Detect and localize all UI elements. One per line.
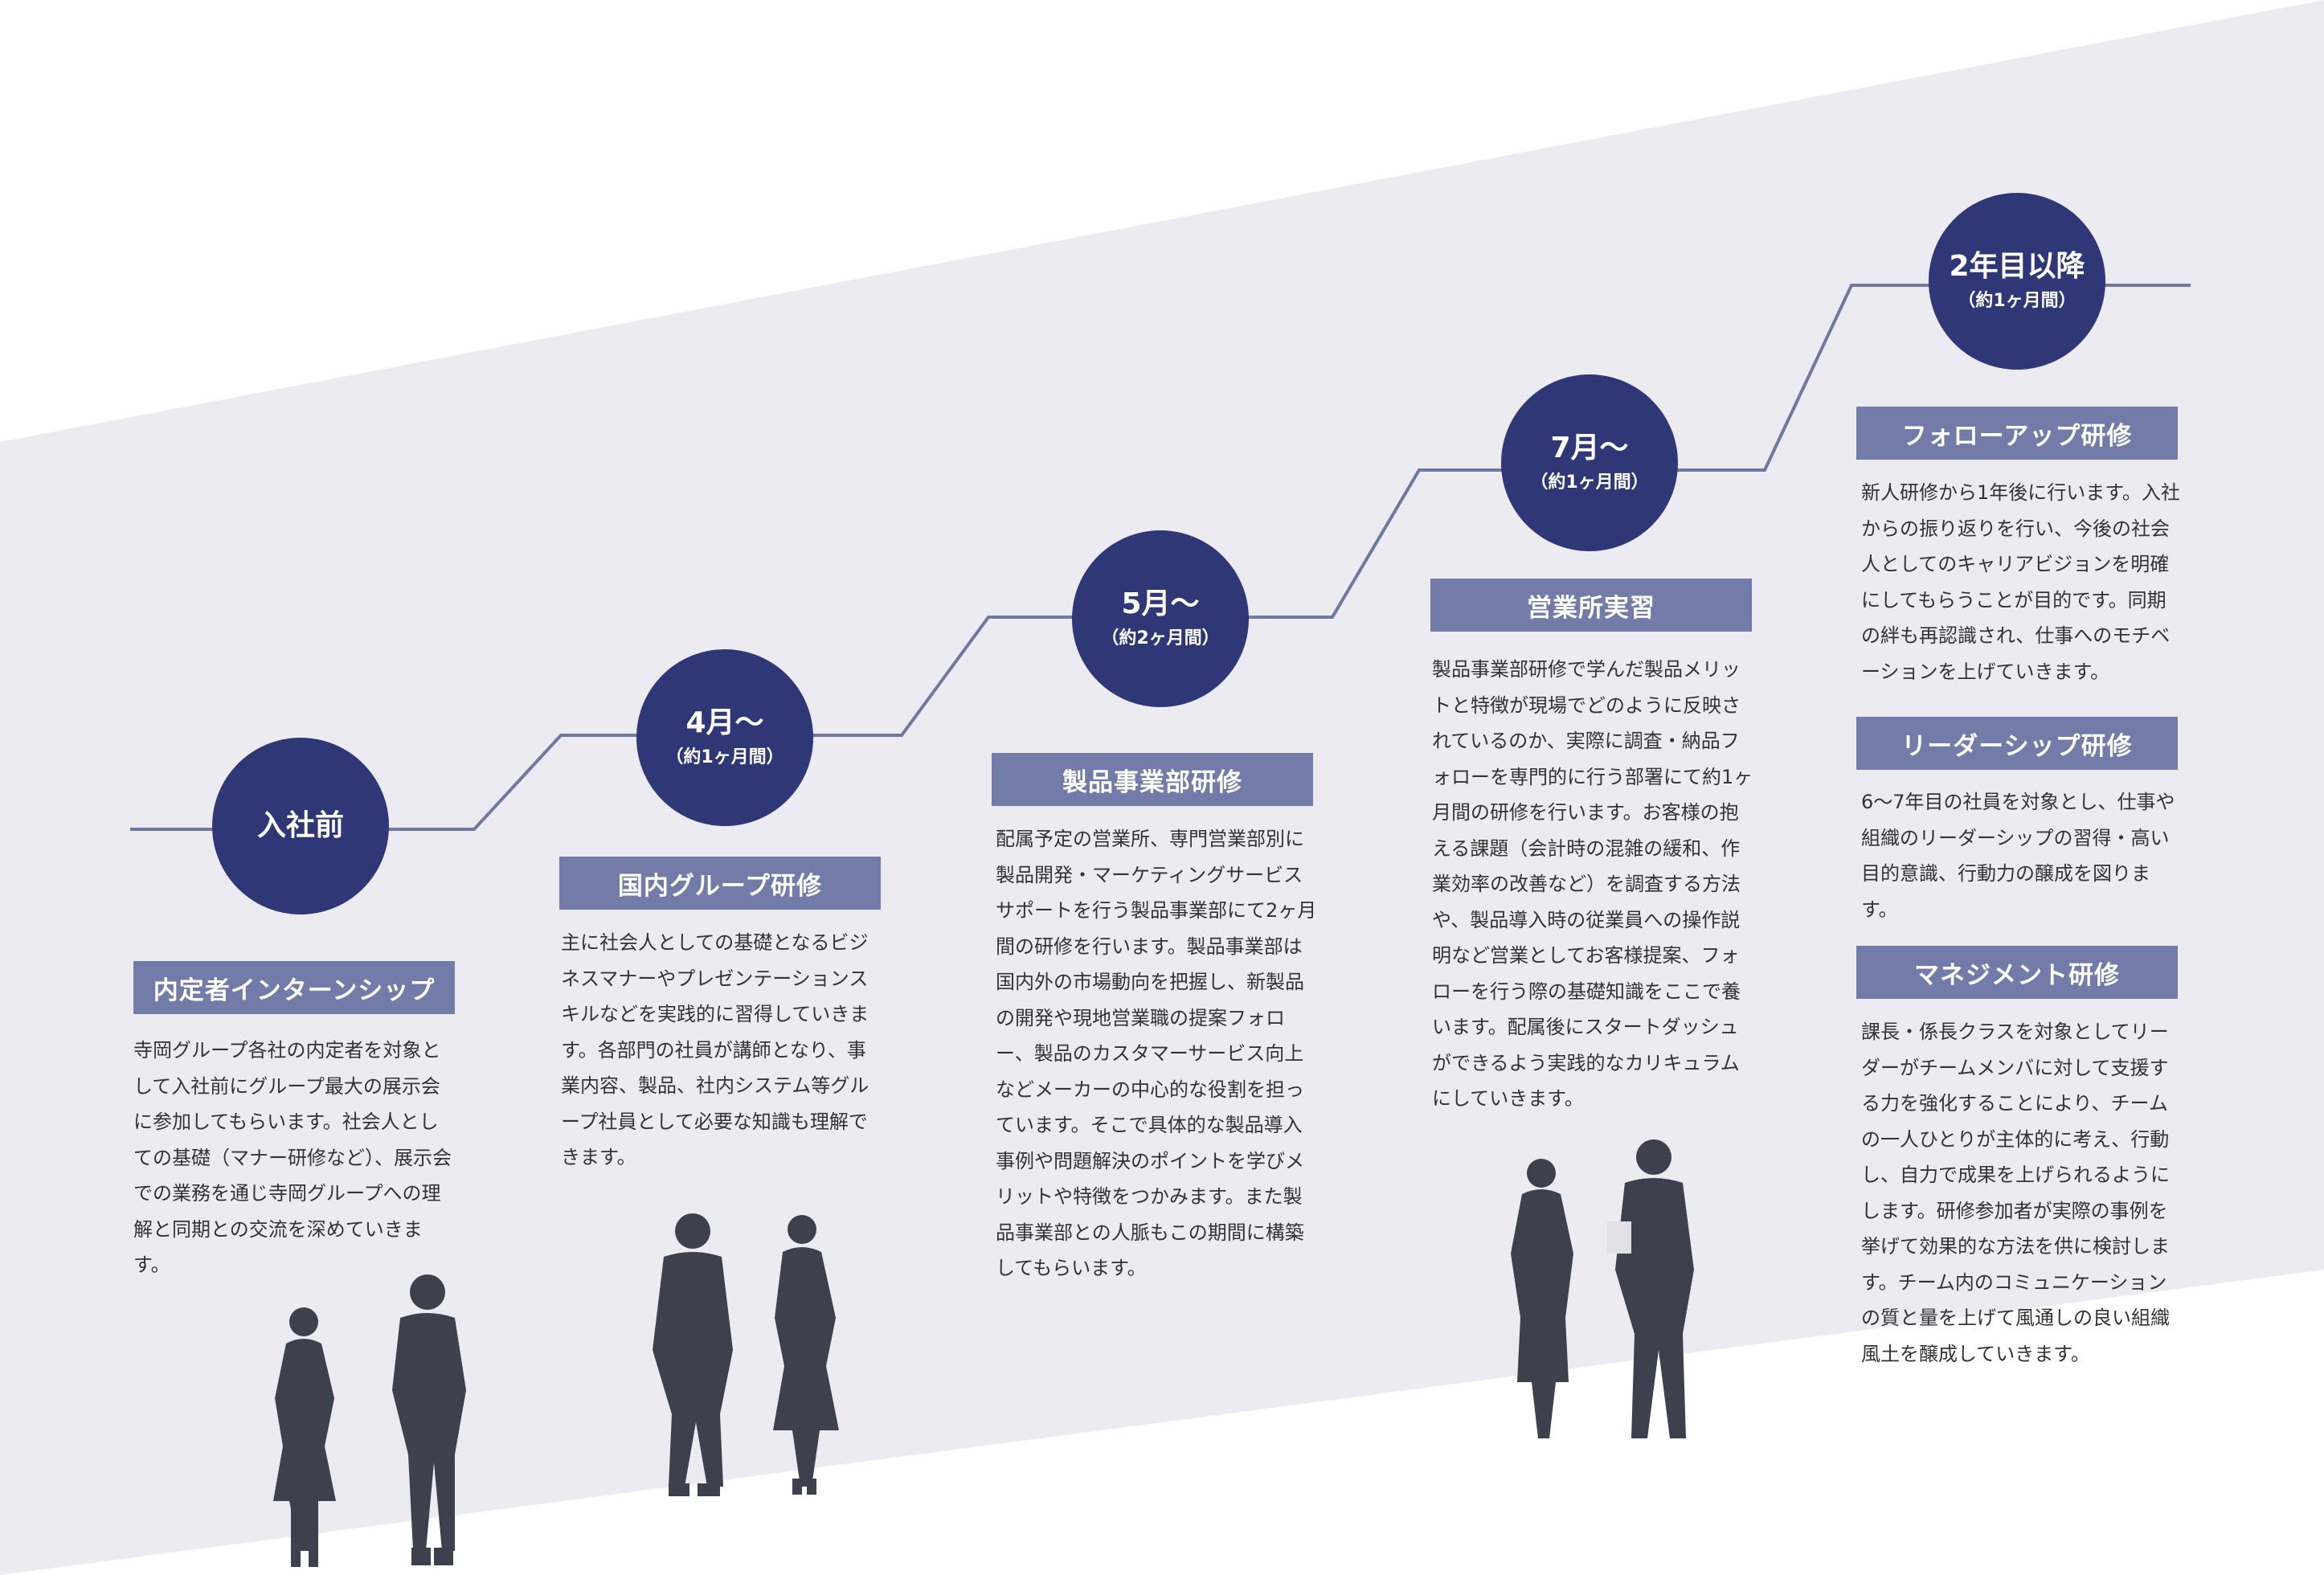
stage-duration: （約1ヶ月間） <box>665 747 784 768</box>
program-header-domestic-group: 国内グループ研修 <box>559 857 881 910</box>
businesswoman-silhouette <box>273 1307 336 1567</box>
businessman-silhouette <box>392 1274 466 1565</box>
program-body-follow-up: 新人研修から1年後に行います。入社からの振り返りを行い、今後の社会人としてのキャ… <box>1861 481 2180 683</box>
stage-title: 7月〜 <box>1550 432 1629 465</box>
program-body-leadership: 6〜7年目の社員を対象とし、仕事や組織のリーダーシップの習得・高い目的意識、行動… <box>1861 791 2175 921</box>
stage-node-may: 5月〜 （約2ヶ月間） <box>1072 530 1249 707</box>
silhouette-group-3 <box>1511 1139 1694 1438</box>
program-body-product-division: 配属予定の営業所、専門営業部別に製品開発・マーケティングサービスサポートを行う製… <box>996 828 1317 1279</box>
stage-title: 2年目以降 <box>1949 250 2085 284</box>
program-body-sales-office: 製品事業部研修で学んだ製品メリットと特徴が現場でどのように反映されているのか、実… <box>1432 658 1753 1110</box>
program-header-follow-up: フォローアップ研修 <box>1856 407 2178 460</box>
stage-duration: （約2ヶ月間） <box>1101 628 1220 649</box>
businesswoman-silhouette <box>773 1215 839 1495</box>
silhouette-group-1 <box>273 1274 466 1567</box>
program-header-leadership: リーダーシップ研修 <box>1856 717 2178 770</box>
program-body-internship: 寺岡グループ各社の内定者を対象として入社前にグループ最大の展示会に参加してもらい… <box>133 1039 452 1276</box>
businessman-silhouette <box>653 1213 733 1496</box>
stage-node-april: 4月〜 （約1ヶ月間） <box>636 649 813 826</box>
program-header-internship: 内定者インターンシップ <box>133 961 455 1014</box>
program-header-product-division: 製品事業部研修 <box>992 753 1313 806</box>
businessman-silhouette <box>1607 1139 1694 1438</box>
stage-duration: （約1ヶ月間） <box>1530 472 1649 493</box>
stage-duration: （約1ヶ月間） <box>1958 291 2076 312</box>
stage-title: 4月〜 <box>685 706 764 740</box>
program-body-management: 課長・係長クラスを対象としてリーダーがチームメンバに対して支援する力を強化するこ… <box>1861 1021 2170 1365</box>
stage-node-july: 7月〜 （約1ヶ月間） <box>1501 374 1678 551</box>
stage-node-year2-onward: 2年目以降 （約1ヶ月間） <box>1929 193 2105 370</box>
program-body-domestic-group: 主に社会人としての基礎となるビジネスマナーやプレゼンテーションスキルなどを実践的… <box>561 931 869 1168</box>
program-header-sales-office: 営業所実習 <box>1430 579 1752 632</box>
program-header-management: マネジメント研修 <box>1856 946 2178 999</box>
stage-node-pre-entry: 入社前 <box>212 738 389 914</box>
stage-title: 5月〜 <box>1121 587 1200 621</box>
businesswoman-silhouette <box>1511 1159 1573 1438</box>
silhouette-group-2 <box>653 1213 839 1496</box>
stage-title: 入社前 <box>256 809 344 843</box>
